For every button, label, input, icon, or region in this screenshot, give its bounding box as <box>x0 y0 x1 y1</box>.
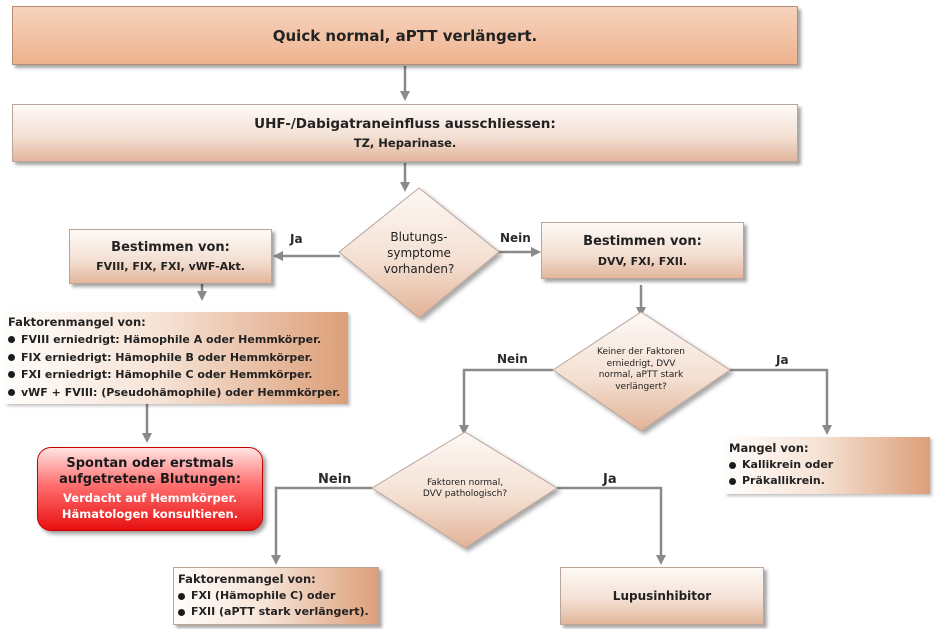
uhf-sub: TZ, Heparinase. <box>353 136 457 150</box>
factor-left-item-1: FVIII erniedrigt: Hämophile A oder Hemmk… <box>21 333 322 346</box>
label-ja-2: Ja <box>776 353 789 367</box>
bullet-icon <box>8 336 15 344</box>
determine-right-box: Bestimmen von: DVV, FXI, FXII. <box>541 222 744 279</box>
bleeding-question: Blutungs- symptome vorhanden? <box>352 218 486 288</box>
label-nein-1: Nein <box>500 231 531 245</box>
q2-line-3: normal, aPTT stark <box>598 370 684 380</box>
bullet-icon <box>178 608 185 616</box>
factor-bottom-list: FXI (Hämophile C) oder FXII (aPTT stark … <box>178 588 378 620</box>
bullet-icon <box>729 477 736 485</box>
determine-left-box: Bestimmen von: FVIII, FIX, FXI, vWF-Akt. <box>69 229 272 284</box>
label-ja-3: Ja <box>603 472 617 487</box>
uhf-box: UHF-/Dabigatraneinfluss ausschliessen: T… <box>12 104 798 162</box>
factor-left-item-3: FXI erniedrigt: Hämophile C oder Hemmkör… <box>21 368 313 381</box>
alert-line-1: Verdacht auf Hemmkörper. <box>63 491 237 505</box>
factor-bottom-title: Faktorenmangel von: <box>178 572 316 586</box>
factor-left-list: FVIII erniedrigt: Hämophile A oder Hemmk… <box>8 331 348 401</box>
bleeding-decision-diamond <box>338 187 500 319</box>
factor-deficiency-bottom-box: Faktorenmangel von: FXI (Hämophile C) od… <box>173 567 379 625</box>
factor-bottom-item-2: FXII (aPTT stark verlängert). <box>191 605 369 618</box>
label-ja-1: Ja <box>290 232 303 246</box>
q2-line-4: verlängert? <box>615 381 667 392</box>
list-item: FXI (Hämophile C) oder <box>178 588 378 604</box>
list-item: Präkallikrein. <box>729 473 930 489</box>
q3-line-2: DVV pathologisch? <box>422 489 508 499</box>
bleeding-line-2: symptome <box>387 246 451 260</box>
q3-decision-diamond <box>371 431 558 549</box>
q2-decision-diamond <box>552 311 731 432</box>
determine-right-sub: DVV, FXI, FXII. <box>597 254 688 268</box>
uhf-title: UHF-/Dabigatraneinfluss ausschliessen: <box>254 116 556 132</box>
bullet-icon <box>8 371 15 379</box>
list-item: FIX erniedrigt: Hämophile B oder Hemmkör… <box>8 349 348 367</box>
factor-left-item-4: vWF + FVIII: (Pseudohämophile) oder Hemm… <box>21 385 341 399</box>
list-item: Kallikrein oder <box>729 457 930 473</box>
start-title: Quick normal, aPTT verlängert. <box>272 26 538 45</box>
mangel-list: Kallikrein oder Präkallikrein. <box>729 457 930 489</box>
q3-question: Faktoren normal, DVV pathologisch? <box>400 474 530 504</box>
determine-left-sub: FVIII, FIX, FXI, vWF-Akt. <box>96 260 245 273</box>
bullet-icon <box>8 388 15 396</box>
mangel-item-1: Kallikrein oder <box>742 458 834 471</box>
mangel-item-2: Präkallikrein. <box>742 474 825 487</box>
factor-left-item-2: FIX erniedrigt: Hämophile B oder Hemmkör… <box>21 350 313 364</box>
factor-left-title: Faktorenmangel von: <box>8 315 146 329</box>
bleeding-line-3: vorhanden? <box>383 262 455 276</box>
factor-bottom-item-1: FXI (Hämophile C) oder <box>191 589 336 602</box>
arrow-q3-ja <box>557 486 666 565</box>
list-item: FXI erniedrigt: Hämophile C oder Hemmkör… <box>8 366 348 384</box>
determine-left-title: Bestimmen von: <box>111 240 230 255</box>
bullet-icon <box>8 353 15 361</box>
factor-deficiency-left-box: Faktorenmangel von: FVIII erniedrigt: Hä… <box>5 312 348 404</box>
arrow-q2-ja <box>730 368 832 435</box>
arrow-q3-nein <box>271 486 372 565</box>
start-box: Quick normal, aPTT verlängert. <box>12 6 798 65</box>
bleeding-line-1: Blutungs- <box>390 230 448 244</box>
alert-title: Spontan oder erstmals <box>66 456 234 471</box>
label-nein-2: Nein <box>497 352 528 366</box>
list-item: FXII (aPTT stark verlängert). <box>178 604 378 620</box>
lupus-title: Lupusinhibitor <box>612 589 712 603</box>
q2-line-2: erniedrigt, DVV <box>606 358 676 369</box>
label-nein-3: Nein <box>318 472 352 487</box>
arrow-q2-nein <box>459 368 553 435</box>
q2-line-1: Keiner der Faktoren <box>597 347 685 357</box>
determine-right-title: Bestimmen von: <box>583 233 702 249</box>
lupus-box: Lupusinhibitor <box>560 567 764 625</box>
bullet-icon <box>178 592 185 600</box>
alert-line-2: Hämatologen konsultieren. <box>61 507 239 521</box>
list-item: vWF + FVIII: (Pseudohämophile) oder Hemm… <box>8 384 348 402</box>
alert-title-2: aufgetretene Blutungen: <box>59 472 241 487</box>
q3-line-1: Faktoren normal, <box>426 478 504 488</box>
hemmkoerper-alert-box: Spontan oder erstmals aufgetretene Blutu… <box>37 447 263 531</box>
mangel-box: Mangel von: Kallikrein oder Präkallikrei… <box>725 437 930 494</box>
list-item: FVIII erniedrigt: Hämophile A oder Hemmk… <box>8 331 348 349</box>
q2-question: Keiner der Faktoren erniedrigt, DVV norm… <box>580 342 702 398</box>
bullet-icon <box>729 461 736 469</box>
mangel-title: Mangel von: <box>729 441 809 455</box>
